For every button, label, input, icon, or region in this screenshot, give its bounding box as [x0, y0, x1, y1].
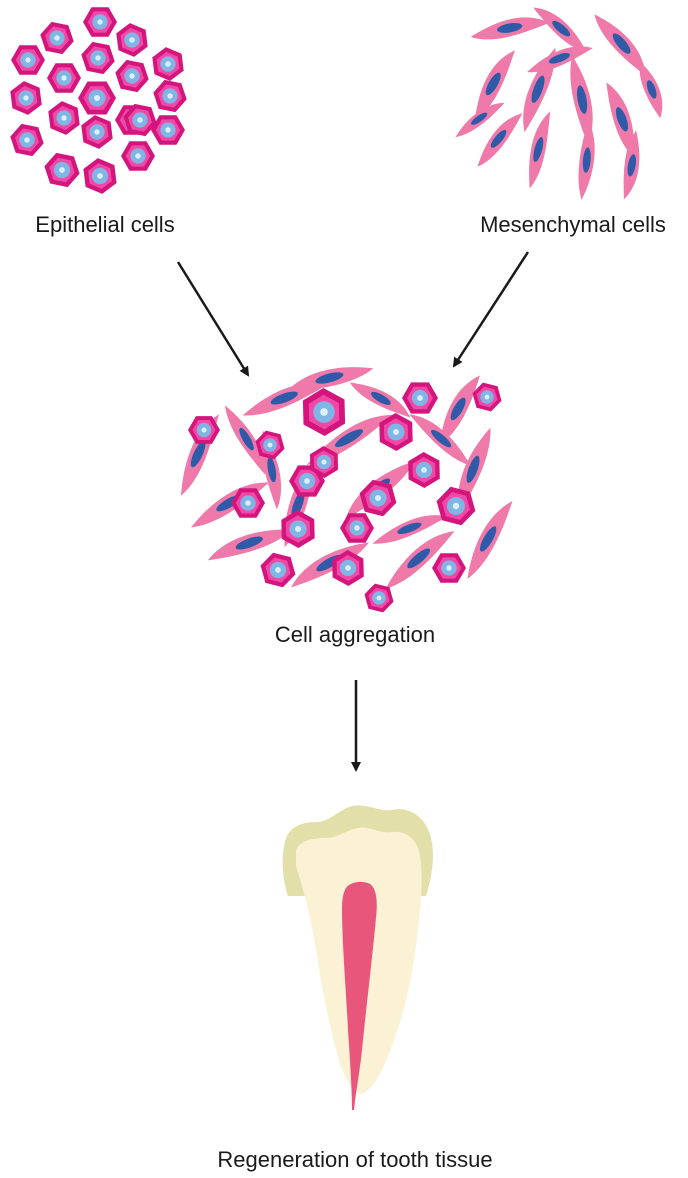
epithelial-cell-icon [261, 553, 296, 588]
arrow-mesenchymal-to-aggregation [454, 252, 528, 366]
epithelial-cell-icon [44, 153, 79, 187]
epithelial-cell-icon [10, 124, 43, 156]
arrow-epithelial-to-aggregation [178, 262, 248, 375]
epithelial-cell-icon [151, 115, 185, 144]
epithelial-cell-icon [473, 383, 502, 412]
epithelial-cell-icon [115, 60, 148, 92]
epithelial-cell-icon [83, 158, 116, 194]
epithelial-cell-icon [11, 45, 45, 74]
epithelial-cell-icon [83, 7, 117, 36]
epithelial-cell-icon [78, 82, 116, 115]
epithelial-cell-icon [408, 452, 440, 488]
epithelial-cells-label: Epithelial cells [35, 212, 174, 237]
epithelial-cell-icon [437, 487, 476, 526]
epithelial-cell-icon [81, 115, 112, 149]
mesenchymal-cells-label: Mesenchymal cells [480, 212, 666, 237]
epithelial-cell-icon [402, 382, 438, 413]
epithelial-cell-icon [153, 80, 186, 112]
mesenchymal-cell-icon [469, 13, 551, 44]
cell-aggregation-label: Cell aggregation [275, 622, 435, 647]
cell-aggregation-icon [171, 358, 518, 612]
mesenchymal-cell-icon [566, 54, 598, 146]
regeneration-label: Regeneration of tooth tissue [217, 1147, 492, 1172]
mesenchymal-cell-icon [524, 39, 595, 77]
tooth-icon [283, 805, 433, 1110]
epithelial-cell-icon [432, 553, 466, 582]
mesenchymal-cell-icon [635, 59, 669, 120]
epithelial-cell-icon [303, 388, 345, 436]
mesenchymal-cells-cluster-icon [451, 1, 669, 202]
mesenchymal-cell-icon [576, 120, 597, 201]
epithelial-cell-icon [152, 47, 183, 81]
epithelial-cell-icon [116, 23, 147, 57]
epithelial-cell-icon [81, 42, 114, 74]
epithelial-cells-cluster-icon [10, 7, 186, 194]
epithelial-cell-icon [256, 431, 285, 460]
epithelial-cell-icon [360, 480, 397, 517]
epithelial-cell-icon [365, 584, 394, 613]
epithelial-cell-icon [48, 101, 79, 135]
epithelial-cell-icon [10, 81, 41, 115]
epithelial-cell-icon [340, 513, 374, 542]
epithelial-cell-icon [47, 63, 81, 92]
epithelial-cell-icon [121, 141, 155, 170]
epithelial-cell-icon [40, 22, 73, 54]
